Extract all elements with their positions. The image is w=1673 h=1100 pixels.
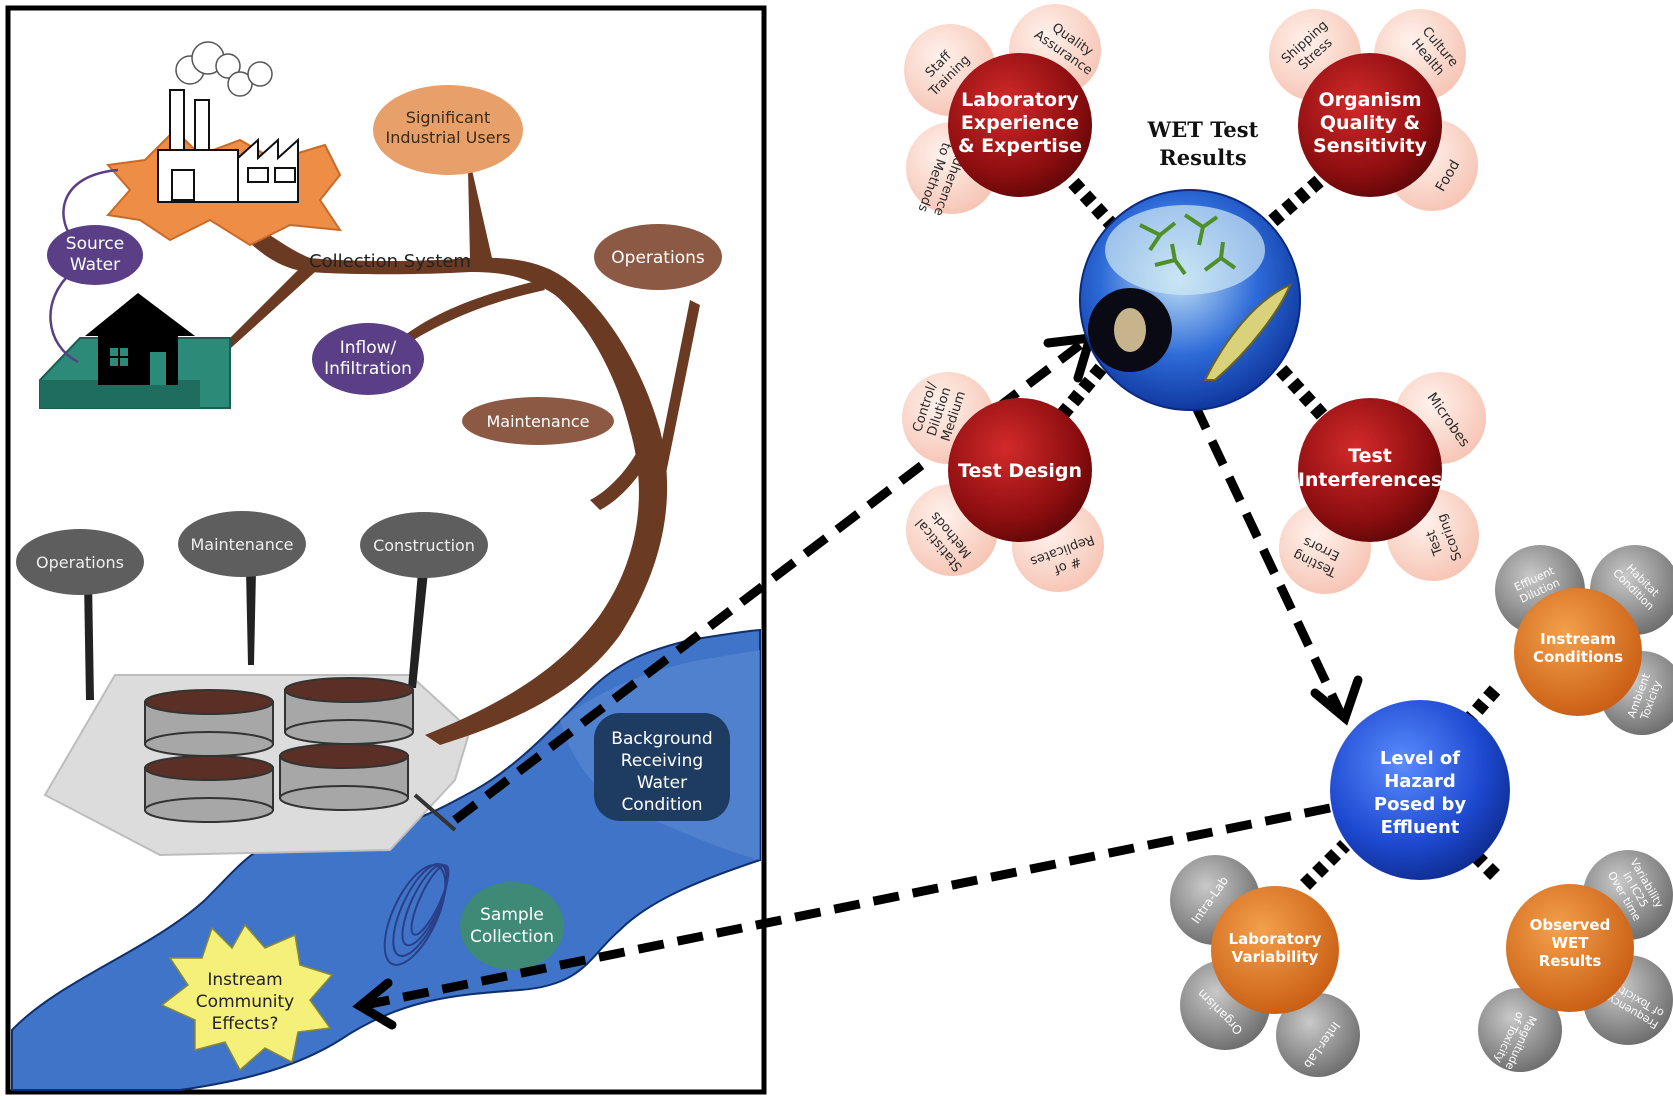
sample-collection-bubble: Sample Collection — [460, 882, 564, 970]
hazard-line3: Posed by — [1374, 794, 1467, 815]
observed-wet-group: Variabilityin IC25Over time Frequencyof … — [1478, 850, 1673, 1072]
background-line2: Receiving — [621, 751, 703, 771]
hazard-line1: Level of — [1380, 748, 1460, 769]
lab-variability-group: Intra-Lab Organism Inter-Lab Laboratory … — [1170, 855, 1360, 1077]
hazard-line2: Hazard — [1384, 771, 1456, 792]
background-line1: Background — [611, 729, 712, 749]
lab-experience-line1: Laboratory — [961, 89, 1079, 111]
plant-maintenance-label: Maintenance — [190, 535, 293, 554]
interferences-line1: Test — [1348, 445, 1392, 467]
observed-wet-line2: WET — [1551, 934, 1589, 952]
maintenance-top-label: Maintenance — [486, 412, 589, 431]
instream-conditions-line1: Instream — [1540, 630, 1616, 648]
observed-wet-line1: Observed — [1530, 916, 1611, 934]
treatment-tanks — [144, 677, 457, 832]
instream-effects-burst: Instream Community Effects? — [160, 923, 334, 1072]
interferences-line2: Interferences — [1298, 469, 1442, 491]
significant-users-line2: Industrial Users — [386, 128, 511, 147]
source-water-bubble: Source Water — [47, 225, 143, 285]
factory — [106, 41, 343, 247]
daphnia-icon — [1114, 308, 1146, 352]
organism-line1: Organism — [1318, 89, 1421, 111]
test-design-label: Test Design — [958, 460, 1082, 482]
sample-swirl — [383, 863, 450, 966]
instream-effects-line1: Instream — [207, 970, 282, 990]
wet-test-center: WET Test Results — [1079, 117, 1301, 411]
algae-icon — [1139, 213, 1237, 276]
plant-construction-label: Construction — [373, 536, 475, 555]
source-water-line1: Source — [66, 234, 124, 254]
lab-variability-line2: Variability — [1232, 948, 1319, 966]
significant-users-line1: Significant — [406, 108, 490, 127]
operations-top-label: Operations — [611, 248, 705, 268]
maintenance-top-bubble: Maintenance — [462, 397, 614, 445]
sample-collection-line1: Sample — [480, 905, 544, 925]
background-water-box: Background Receiving Water Condition — [594, 713, 730, 821]
fish-icon — [1203, 283, 1292, 381]
plant-operations-label: Operations — [36, 553, 124, 572]
sample-collection-line2: Collection — [470, 927, 554, 947]
wet-title-line1: WET Test — [1147, 117, 1259, 142]
plant-operations-bubble: Operations — [16, 529, 144, 700]
collection-system-label: Collection System — [309, 251, 471, 272]
instream-conditions-group: EffluentDilution HabitatCondition Ambien… — [1495, 545, 1673, 735]
instream-effects-line3: Effects? — [212, 1014, 279, 1034]
instream-effects-line2: Community — [196, 992, 294, 1012]
house — [39, 293, 231, 409]
operations-top-bubble: Operations — [594, 224, 722, 290]
observed-wet-line3: Results — [1539, 952, 1602, 970]
test-interferences-group: Microbes TestScoring TestingErrors Test … — [1279, 372, 1486, 594]
organism-quality-group: ShippingStress CultureHealth Food Organi… — [1269, 9, 1478, 211]
lab-experience-group: StaffTraining QualityAssurance Adherence… — [904, 4, 1101, 218]
lab-experience-line3: & Expertise — [958, 135, 1082, 157]
inflow-bubble: Inflow/ Infiltration — [312, 323, 424, 395]
wet-title-line2: Results — [1159, 145, 1246, 170]
collection-system-branches — [208, 170, 700, 745]
lab-experience-line2: Experience — [961, 112, 1079, 134]
instream-conditions-line2: Conditions — [1533, 648, 1623, 666]
source-water-connector — [49, 168, 119, 364]
inflow-line2: Infiltration — [324, 359, 412, 379]
significant-users-bubble: Significant Industrial Users — [373, 85, 523, 175]
organism-line2: Quality & — [1320, 112, 1420, 134]
hazard-center: Level of Hazard Posed by Effluent — [1330, 700, 1510, 880]
background-line4: Condition — [621, 795, 702, 815]
hazard-line4: Effluent — [1381, 817, 1460, 838]
lab-variability-line1: Laboratory — [1229, 930, 1322, 948]
organism-line3: Sensitivity — [1313, 135, 1427, 157]
source-water-line2: Water — [70, 255, 120, 275]
inflow-line1: Inflow/ — [340, 338, 397, 358]
plant-construction-bubble: Construction — [360, 512, 488, 688]
plant-maintenance-bubble: Maintenance — [178, 511, 306, 665]
background-line3: Water — [637, 773, 687, 793]
test-design-group: Control/DilutionMedium StatisticalMethod… — [902, 372, 1104, 592]
svg-text:AmbientToxicity: AmbientToxicity — [1625, 671, 1666, 724]
